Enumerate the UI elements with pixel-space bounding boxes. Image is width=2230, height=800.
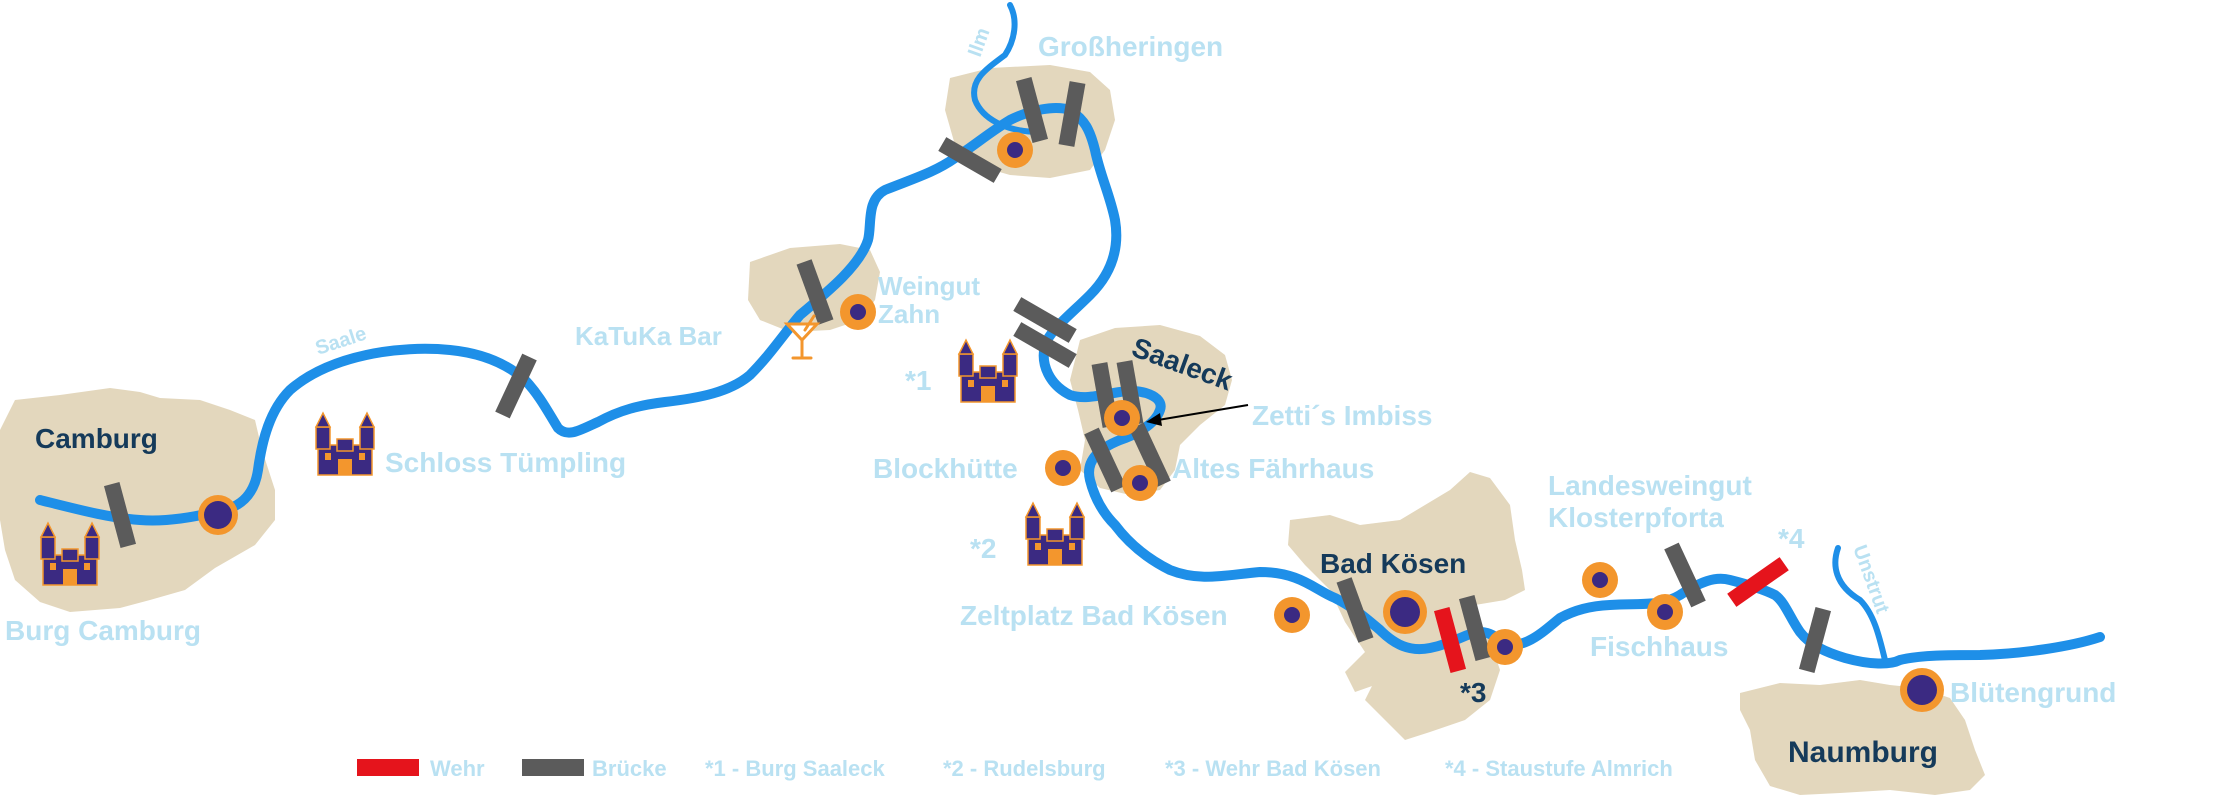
location-marker-icon: [1274, 597, 1310, 633]
location-marker-icon: [1582, 562, 1618, 598]
location-marker-icon: [997, 132, 1033, 168]
location-marker-icon: [1487, 629, 1523, 665]
bridge-bad-koesen-1: [1336, 577, 1374, 643]
location-marker-icon: [1900, 668, 1944, 712]
legend-note-3: *3 - Wehr Bad Kösen: [1165, 756, 1381, 781]
location-marker-icon: [1104, 400, 1140, 436]
poi-label-fischhaus: Fischhaus: [1590, 631, 1728, 662]
legend-note-2: *2 - Rudelsburg: [943, 756, 1106, 781]
zettis-imbiss-pointer: [1146, 404, 1249, 426]
bridge-fischhaus: [1664, 542, 1706, 608]
bridge-symbol: [522, 759, 584, 776]
weir-symbol: [357, 759, 419, 776]
location-marker-icon: [1647, 594, 1683, 630]
bridge-saaleck-6: [1129, 422, 1171, 488]
poi-label-burg-camburg: Burg Camburg: [5, 615, 201, 646]
weir-bad-koesen: [1433, 607, 1467, 673]
marker-4: *4: [1778, 523, 1805, 554]
castle-icon: [315, 412, 375, 476]
marker-2: *2: [970, 533, 996, 564]
location-marker-icon: [1122, 465, 1158, 501]
poi-label-zahn: Zahn: [878, 299, 940, 329]
location-marker-icon: [1383, 590, 1427, 634]
river-ilm: [971, 2, 1043, 135]
poi-label-zeltplatz: Zeltplatz Bad Kösen: [960, 600, 1228, 631]
marker-3: *3: [1460, 677, 1486, 708]
town-label-naumburg: Naumburg: [1788, 736, 1938, 769]
poi-label-weingut: Weingut: [878, 271, 980, 301]
location-marker-icon: [840, 294, 876, 330]
poi-label-landesweingut: Landesweingut: [1548, 470, 1752, 501]
bridge-camburg: [103, 482, 137, 548]
weirs: [1433, 557, 1789, 673]
location-marker-icon: [1045, 450, 1081, 486]
weir-almrich: [1727, 557, 1789, 607]
poi-label-katuka-bar: KaTuKa Bar: [575, 321, 722, 351]
bridges: [103, 77, 1832, 673]
bridge-saaleck-2: [1013, 322, 1077, 368]
legend-bridge: Brücke: [592, 756, 667, 781]
poi-label-schloss-tuempling: Schloss Tümpling: [385, 447, 626, 478]
bridge-saaleck-5: [1084, 427, 1126, 493]
legend: Wehr Brücke *1 - Burg Saaleck *2 - Rudel…: [357, 756, 1673, 781]
castle-icon: [1025, 502, 1085, 566]
poi-label-altes-faehrhaus: Altes Fährhaus: [1172, 453, 1374, 484]
poi-label-zettis-imbiss: Zetti´s Imbiss: [1252, 400, 1432, 431]
bridge-naumburg: [1798, 607, 1832, 673]
river-label-ilm: Ilm: [964, 25, 995, 60]
town-label-camburg: Camburg: [35, 423, 158, 454]
bridge-saaleck-1: [1013, 297, 1077, 343]
poi-label-blockhuette: Blockhütte: [873, 453, 1018, 484]
land-saaleck: [1070, 325, 1232, 495]
cocktail-glass-icon: [783, 314, 821, 360]
river-label-unstrut: Unstrut: [1848, 542, 1893, 617]
legend-weir: Wehr: [430, 756, 485, 781]
bridge-grossheringen-1: [938, 137, 1002, 183]
river-unstrut: [1832, 545, 1888, 663]
bridge-tuempling: [495, 353, 537, 419]
town-label-bad-koesen: Bad Kösen: [1320, 548, 1466, 579]
town-label-grossheringen: Großheringen: [1038, 31, 1223, 62]
bridge-grossheringen-2: [1015, 77, 1049, 143]
legend-note-1: *1 - Burg Saaleck: [705, 756, 886, 781]
bridge-grossheringen-3: [1058, 81, 1086, 147]
poi-label-bluetengrund: Blütengrund: [1950, 677, 2116, 708]
bridge-bad-koesen-2: [1458, 595, 1492, 661]
poi-label-klosterpforta: Klosterpforta: [1548, 502, 1724, 533]
legend-note-4: *4 - Staustufe Almrich: [1445, 756, 1673, 781]
river-saale: [35, 103, 2105, 669]
location-markers: [198, 132, 1944, 712]
marker-1: *1: [905, 365, 931, 396]
castle-icon: [958, 339, 1018, 403]
bridge-weingut-zahn: [796, 259, 834, 325]
location-marker-icon: [198, 495, 238, 535]
